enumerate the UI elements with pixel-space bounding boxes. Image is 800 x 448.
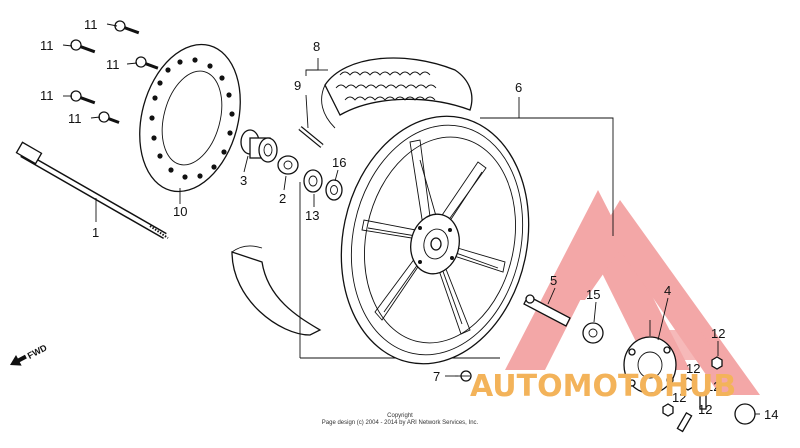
fwd-indicator: FWD [10, 342, 49, 366]
bearing-15-part [582, 322, 604, 344]
callout-10: 10 [173, 204, 187, 219]
callout-11: 11 [40, 88, 54, 103]
callout-12: 12 [698, 402, 712, 417]
copyright-notice: Copyright Page design (c) 2004 - 2014 by… [300, 413, 500, 427]
watermark-text: AUTOMOTOHUB [470, 369, 736, 404]
watermark-logo [505, 190, 760, 395]
callout-12: 12 [706, 379, 720, 394]
wheel-part [340, 115, 530, 365]
disc-bolts [70, 20, 159, 124]
callout-8: 8 [313, 39, 320, 54]
brake-disc-part [139, 43, 241, 193]
callout-5: 5 [550, 273, 557, 288]
valve-part [298, 126, 324, 148]
callout-11: 11 [68, 111, 82, 126]
flange-part [623, 320, 677, 394]
callout-15: 15 [586, 287, 600, 302]
callout-12: 12 [672, 390, 686, 405]
spacer-part [277, 155, 299, 175]
pin-part [523, 294, 571, 327]
callout-11: 11 [84, 17, 98, 32]
fwd-label: FWD [26, 342, 49, 361]
rim-strip [231, 245, 322, 336]
o-ring-part [734, 403, 756, 425]
bearing-16-part [325, 179, 343, 201]
callout-12: 12 [711, 326, 725, 341]
bearing-13-part [303, 169, 323, 193]
collar-part [240, 129, 278, 163]
copyright-title: Copyright [387, 413, 413, 419]
callout-16: 16 [332, 155, 346, 170]
callout-11: 11 [106, 57, 120, 72]
copyright-text: Page design (c) 2004 - 2014 by ARI Netwo… [321, 420, 479, 426]
callout-1: 1 [92, 225, 99, 240]
callout-12: 12 [686, 361, 700, 376]
callout-3: 3 [240, 173, 247, 188]
flange-nuts [662, 356, 723, 433]
callout-14: 14 [764, 407, 778, 422]
callout-13: 13 [305, 208, 319, 223]
callout-6: 6 [515, 80, 522, 95]
callout-numbers: 11 11 11 11 11 1 10 3 2 8 9 13 16 6 5 15… [40, 17, 778, 422]
callout-2: 2 [279, 191, 286, 206]
axle-part [15, 141, 169, 240]
leader-lines [62, 23, 760, 415]
callout-4: 4 [664, 283, 671, 298]
fwd-arrow-icon [10, 354, 27, 366]
callout-7: 7 [433, 369, 440, 384]
callout-9: 9 [294, 78, 301, 93]
callout-11: 11 [40, 38, 54, 53]
tire-part [321, 57, 473, 129]
